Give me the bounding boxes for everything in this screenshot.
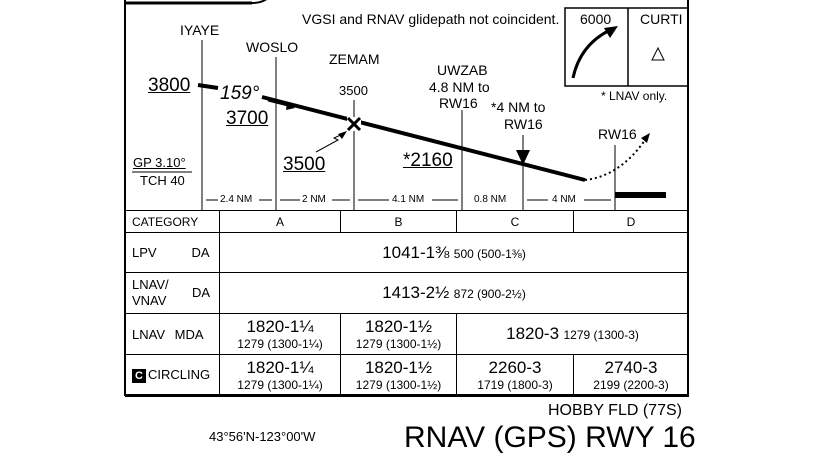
category-d: D — [573, 210, 689, 233]
missed-approach-fix: CURTI — [640, 11, 683, 27]
fix-uwzab: UWZAB — [437, 62, 488, 78]
procedure-title: RNAV (GPS) RWY 16 — [404, 421, 696, 454]
stepdown-runway: RW16 — [504, 116, 543, 132]
circling-d-minimum: 2740-3 — [604, 357, 658, 377]
circling-label: CIRCLING — [148, 366, 211, 382]
distance-segment: 4.1 NM — [392, 194, 425, 205]
lnav-type: MDA — [174, 326, 204, 342]
fix-triangle-icon — [651, 46, 665, 61]
airport-coordinates: 43°56'N-123°00'W — [209, 429, 316, 444]
circling-d-detail: 2199 (2200-3) — [593, 377, 669, 392]
altitude-iyaye: 3800 — [148, 75, 191, 96]
faf-cross-icon — [346, 116, 362, 132]
fix-woslo: WOSLO — [246, 39, 299, 55]
circling-b-detail: 1279 (1300-1½) — [355, 377, 442, 392]
missed-approach-altitude: 6000 — [580, 11, 612, 27]
altitude-woslo: 3700 — [226, 108, 269, 129]
distance-segment: 2.4 NM — [220, 194, 253, 205]
lnav-label: LNAV — [132, 326, 165, 342]
altitude-zemam: 3500 — [283, 154, 326, 175]
fix-uwzab-runway: RW16 — [439, 95, 478, 111]
lnav-vnav-row: LNAV/ VNAV DA 1413-2½ 872 (900-2½) — [125, 272, 689, 314]
lnav-cd-detail: 1279 (1300-3) — [563, 328, 639, 342]
category-row: CATEGORY A B C D — [125, 210, 689, 233]
lnav-vnav-minimum: 1413-2½ — [382, 283, 450, 302]
climb-arrow-icon — [571, 28, 611, 79]
lnav-cd-minimum: 1820-3 — [506, 324, 560, 343]
lpv-row: LPV DA 1041-1⅜ 500 (500-1⅜) — [125, 232, 689, 273]
circling-b-minimum: 1820-1½ — [364, 357, 433, 377]
glidepath-angle: GP 3.10° — [133, 155, 186, 170]
fix-zemam: ZEMAM — [329, 51, 380, 67]
distance-segment: 2 NM — [302, 194, 326, 205]
fix-iyaye: IYAYE — [180, 22, 220, 38]
circling-c-minimum: 2260-3 — [488, 357, 542, 377]
lnav-row: LNAV MDA 1820-1¼ 1279 (1300-1¼) 1820-1½ … — [125, 313, 689, 355]
circling-c-detail: 1719 (1800-3) — [477, 377, 553, 392]
circling-badge-icon: C — [132, 368, 146, 383]
threshold-crossing-height: TCH 40 — [140, 173, 185, 188]
stepdown-arrow-icon — [516, 150, 530, 165]
distance-segment: 0.8 NM — [474, 194, 507, 205]
lnav-vnav-label-1: LNAV/ — [132, 277, 169, 292]
lpv-minimum: 1041-1⅜ — [382, 242, 450, 262]
lnav-vnav-detail: 872 (900-2½) — [453, 287, 526, 301]
lnav-only-note: * LNAV only. — [601, 89, 668, 103]
altitude-stepdown: *2160 — [403, 150, 453, 171]
distance-segment: 4 NM — [552, 194, 576, 205]
lnav-b-detail: 1279 (1300-1½) — [355, 337, 442, 351]
lnav-a-detail: 1279 (1300-1¼) — [237, 337, 323, 351]
circling-a-detail: 1279 (1300-1¼) — [237, 377, 323, 392]
runway-label: RW16 — [598, 126, 637, 142]
stepdown-distance: *4 NM to — [491, 99, 546, 115]
fix-zemam-altitude: 3500 — [339, 83, 368, 98]
lnav-vnav-label-2: VNAV — [132, 293, 167, 308]
lnav-b-minimum: 1820-1½ — [364, 317, 433, 336]
minima-table: CATEGORY A B C D LPV DA 1041-1⅜ 500 (500… — [125, 210, 689, 395]
lpv-type: DA — [191, 245, 210, 260]
airport-name: HOBBY FLD (77S) — [548, 402, 682, 419]
fix-uwzab-distance: 4.8 NM to — [429, 79, 490, 95]
lnav-vnav-type: DA — [192, 285, 211, 300]
circling-a-minimum: 1820-1¼ — [246, 357, 314, 377]
category-a: A — [219, 210, 341, 233]
category-label: CATEGORY — [125, 210, 220, 233]
category-c: C — [456, 210, 574, 233]
lpv-detail: 500 (500-1⅜) — [453, 246, 526, 261]
lnav-a-minimum: 1820-1¼ — [246, 317, 314, 336]
lpv-label: LPV — [132, 245, 157, 260]
glidepath-note: VGSI and RNAV glidepath not coincident. — [302, 11, 560, 27]
course-label: 159° — [220, 83, 260, 104]
category-b: B — [340, 210, 457, 233]
